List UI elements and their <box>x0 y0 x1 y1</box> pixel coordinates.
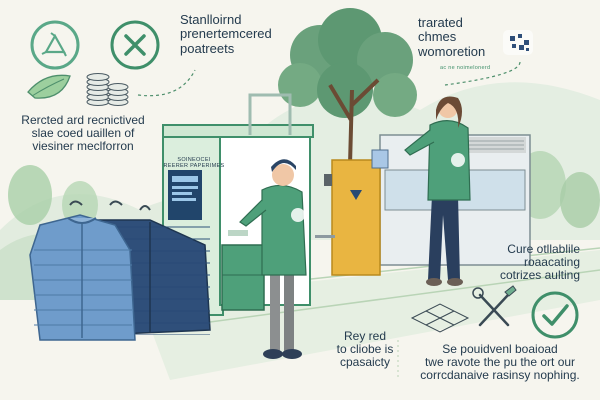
tree <box>278 8 417 166</box>
label-top-right: trarated chmes womoretion <box>418 15 486 59</box>
tools-icon <box>472 285 517 327</box>
label-top-center: Stanlloirnd prenertemcered poatreets <box>180 12 272 56</box>
checkmark-icon <box>531 291 579 339</box>
connector-dashes <box>137 69 196 97</box>
label-bottom-mid: Rey red to cliobe is cpasaicty <box>336 329 394 370</box>
leaf-icon <box>27 74 71 99</box>
coin-stack-icon <box>86 73 129 106</box>
connector-dashes-right <box>444 61 521 86</box>
label-mid-right: Cure otllablile roaacating cotrizes ault… <box>499 242 580 283</box>
label-top-right-tiny: ac ne noimelonerd <box>440 65 491 71</box>
person-woman <box>404 96 471 286</box>
machine-sign: SOINEOCEI REERER PAPERIMES <box>163 157 225 170</box>
jacket-rack <box>29 200 211 341</box>
recycle-icon <box>30 20 80 70</box>
puzzle-grid-icon <box>503 30 533 55</box>
cross-icon <box>110 20 160 70</box>
person-man <box>239 159 307 359</box>
grid-diamond-icon <box>410 303 470 333</box>
label-bottom-right: Se pouidvenl boaioad twe ravote the pu t… <box>420 342 580 383</box>
label-left-block: Rercted ard recnictived slae coed uaille… <box>21 113 145 154</box>
